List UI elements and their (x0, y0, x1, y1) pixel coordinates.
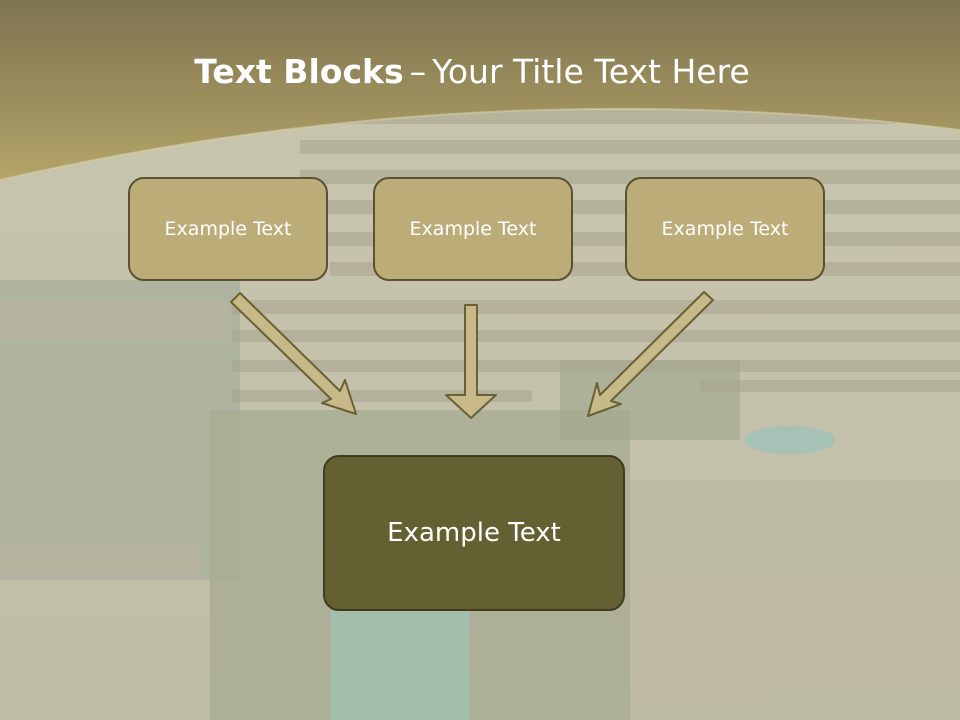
title-dash: – (409, 52, 427, 91)
center-text-block[interactable]: Example Text (323, 455, 625, 611)
slide-title: Text Blocks–Your Title Text Here (0, 52, 944, 91)
text-block-2[interactable]: Example Text (373, 177, 573, 281)
title-rest: Your Title Text Here (432, 52, 750, 91)
text-block-1[interactable]: Example Text (128, 177, 328, 281)
title-bold: Text Blocks (194, 52, 404, 91)
text-block-3[interactable]: Example Text (625, 177, 825, 281)
